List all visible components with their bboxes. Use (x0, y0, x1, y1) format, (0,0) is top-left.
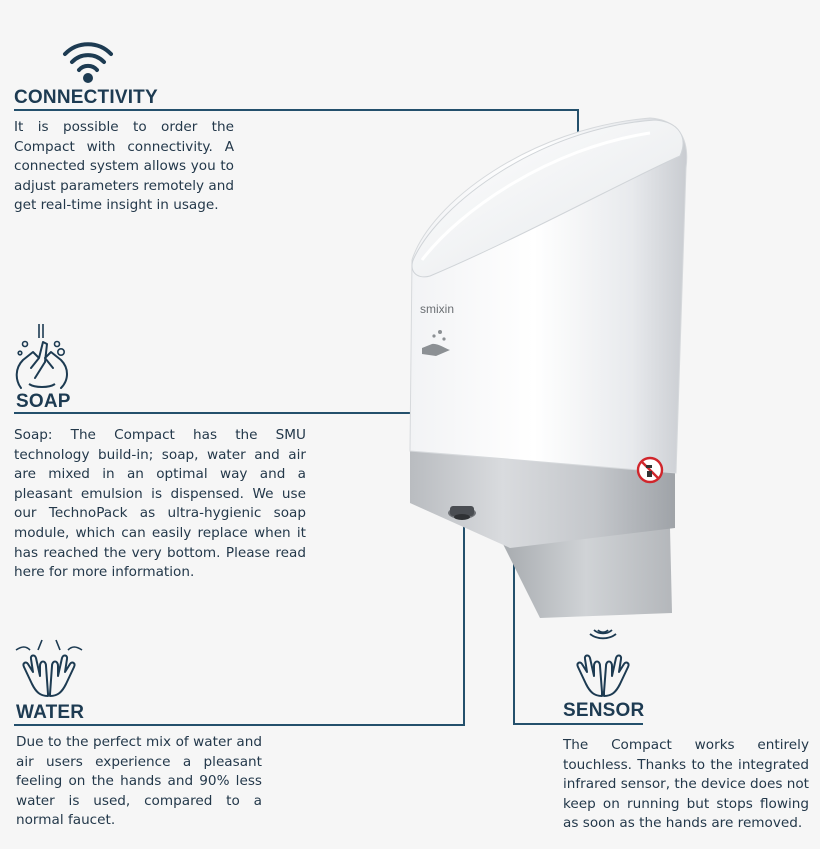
hand-soap-logo-icon (422, 330, 450, 356)
brand-logo: smixin (420, 302, 454, 316)
water-text: Due to the perfect mix of water and air … (16, 734, 262, 829)
connectivity-text: It is possible to order the Compact with… (14, 119, 234, 214)
connector-soap-h (14, 412, 465, 414)
connector-sensor-v (513, 537, 515, 725)
connector-sensor-h (513, 723, 643, 725)
connector-water-h (14, 724, 465, 726)
dispenser-device: smixin (409, 117, 688, 618)
sensor-title: SENSOR (563, 700, 645, 721)
wifi-icon (63, 42, 113, 83)
connectivity-title: CONNECTIVITY (14, 87, 158, 108)
connector-connectivity-h (14, 109, 579, 111)
soap-title: SOAP (16, 391, 71, 412)
no-drinking-water-icon (636, 456, 664, 484)
sensor-hands-icon (576, 629, 630, 697)
water-hands-icon (15, 639, 83, 697)
water-title: WATER (16, 702, 85, 723)
connector-soap-v (463, 412, 465, 726)
soap-text: Soap: The Compact has the SMU technology… (14, 427, 306, 581)
sensor-text: The Compact works entirely touchless. Th… (563, 737, 809, 832)
soap-hands-icon (15, 324, 68, 389)
